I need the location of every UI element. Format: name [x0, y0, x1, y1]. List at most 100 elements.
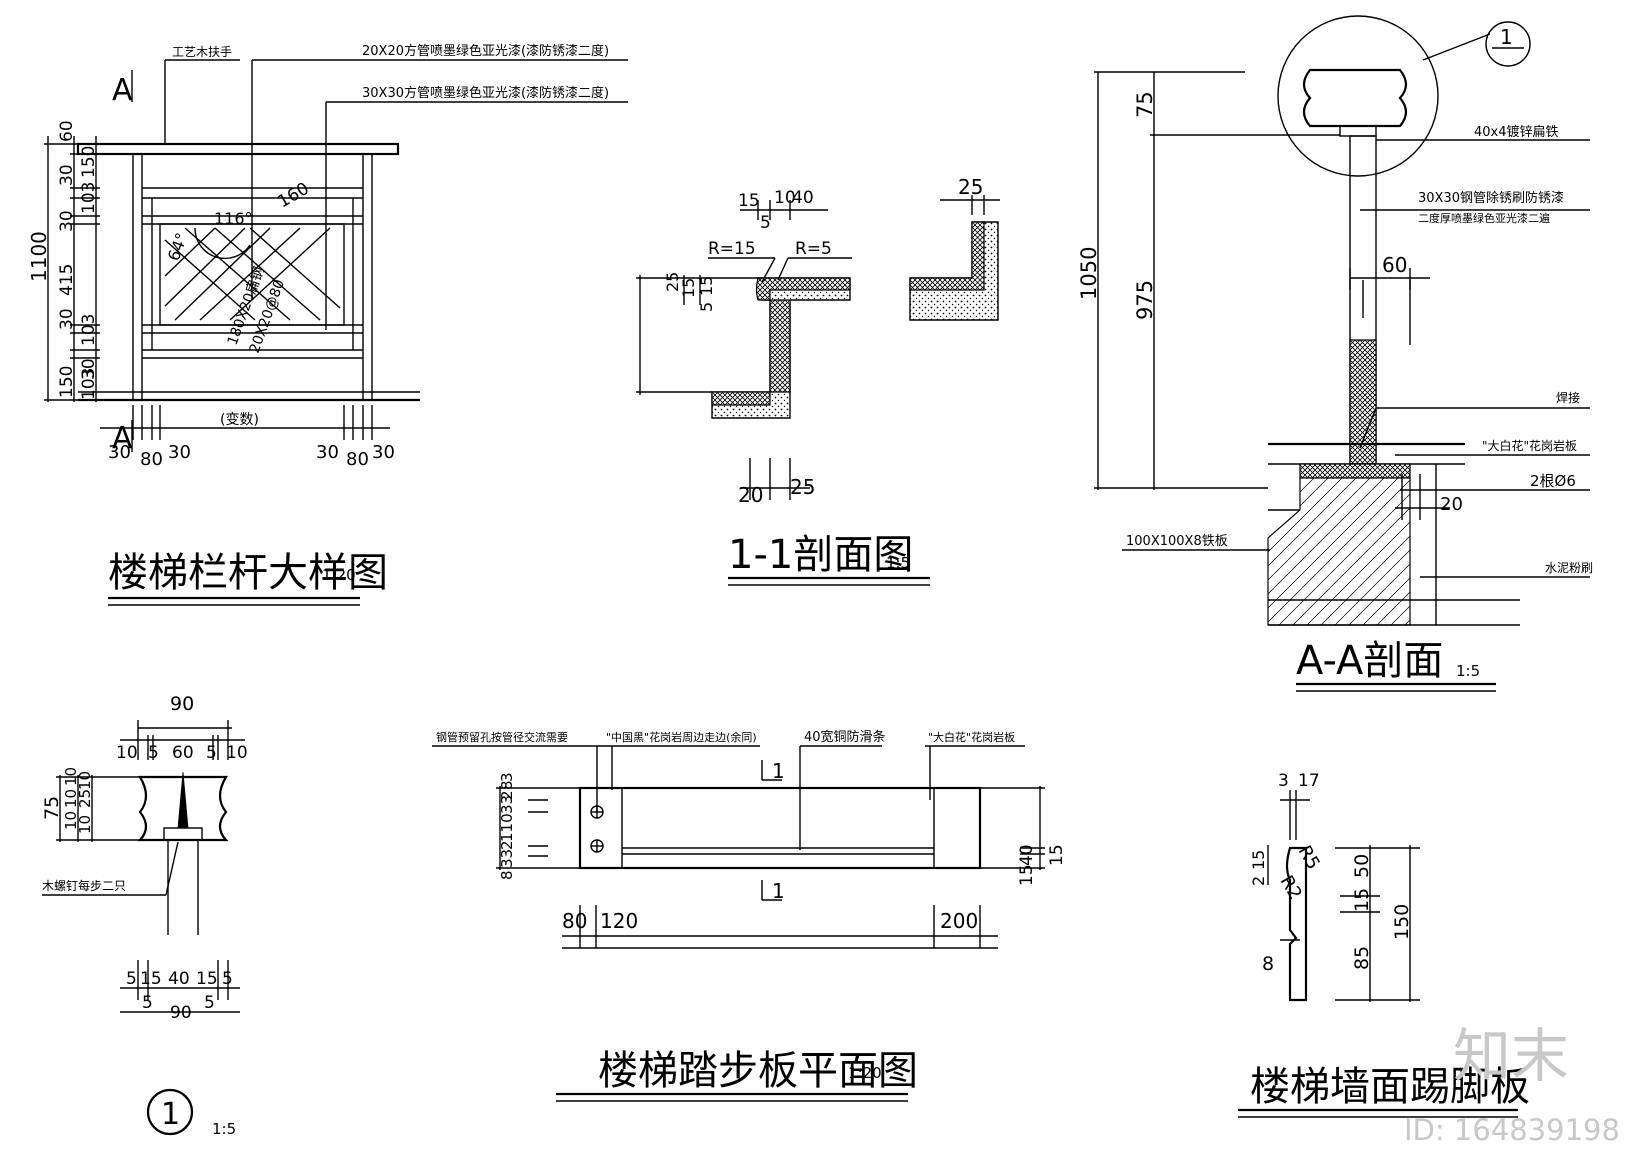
svg-text:110: 110 [498, 813, 516, 842]
svg-text:30: 30 [168, 442, 191, 463]
dim-90-top: 90 [170, 693, 194, 715]
title-tread-plan: 楼梯踏步板平面图 [598, 1048, 918, 1094]
svg-text:25: 25 [790, 475, 815, 499]
title-railing-detail: 楼梯栏杆大样图 [108, 550, 388, 596]
dim-75-profile: 75 [41, 796, 63, 820]
svg-text:10: 10 [62, 811, 80, 830]
skirting-detail: 3 17 2 15 R5 R2 15 50 150 85 8 楼梯墙面踢脚板 [1238, 771, 1530, 1118]
svg-text:15: 15 [697, 276, 716, 296]
svg-text:5: 5 [204, 993, 215, 1013]
svg-text:30: 30 [108, 442, 131, 463]
screw-icon [177, 771, 189, 829]
title-section-1-1: 1-1剖面图 [728, 532, 913, 578]
svg-text:30: 30 [57, 308, 77, 330]
scale-section-1-1: 1:5 [886, 554, 910, 572]
svg-text:150: 150 [57, 366, 77, 398]
svg-text:5: 5 [760, 213, 771, 233]
svg-text:10: 10 [62, 767, 80, 786]
svg-text:3: 3 [498, 772, 516, 782]
svg-text:120: 120 [600, 909, 638, 933]
svg-text:5: 5 [222, 969, 233, 989]
dim-1050: 1050 [1077, 247, 1101, 300]
svg-text:10: 10 [62, 789, 80, 808]
svg-text:25: 25 [663, 272, 682, 292]
svg-text:1: 1 [772, 759, 785, 783]
svg-text:150: 150 [79, 146, 99, 178]
callout-screw: 木螺钉每步二只 [42, 878, 126, 893]
callout-white-granite: "大白花"花岗岩板 [928, 730, 1015, 744]
svg-text:10: 10 [116, 743, 138, 763]
svg-text:8: 8 [1262, 953, 1274, 975]
svg-text:15: 15 [1017, 864, 1037, 886]
scale-railing-detail: 1:20 [322, 566, 356, 584]
callout-flat-iron: 40x4镀锌扁铁 [1474, 124, 1559, 140]
svg-text:30: 30 [372, 442, 395, 463]
svg-text:15: 15 [1351, 888, 1373, 912]
watermark: 知末 ID: 164839198 [1404, 1022, 1620, 1147]
svg-text:8: 8 [498, 870, 516, 880]
svg-text:30: 30 [79, 358, 99, 380]
title-skirting: 楼梯墙面踢脚板 [1250, 1064, 1530, 1110]
concrete-step [1267, 477, 1411, 626]
bottom-dim-labels: 30 80 30 30 80 30 [108, 442, 395, 470]
svg-text:15: 15 [196, 969, 218, 989]
dim-20: 20 [1440, 494, 1463, 515]
railing-detail: A A [27, 43, 628, 606]
dim-975: 975 [1133, 280, 1157, 320]
handrail-top [76, 142, 400, 156]
callout-cement: 水泥粉刷 [1545, 561, 1593, 575]
svg-text:5: 5 [148, 743, 159, 763]
dim-variable: (变数) [220, 412, 259, 428]
svg-text:5: 5 [126, 969, 137, 989]
detail-marker [1485, 21, 1531, 67]
scale-section-a-a: 1:5 [1456, 662, 1480, 680]
svg-text:2: 2 [498, 790, 516, 800]
svg-text:30: 30 [316, 442, 339, 463]
callout-rebar: 2根Ø6 [1530, 472, 1576, 490]
callout-handrail: 工艺木扶手 [172, 44, 232, 59]
svg-text:415: 415 [57, 264, 77, 296]
svg-text:2: 2 [498, 840, 516, 850]
radius-15: R=15 [708, 239, 756, 259]
svg-text:33: 33 [498, 795, 516, 814]
callout-weld: 焊接 [1556, 390, 1580, 405]
post-filling [1349, 339, 1377, 465]
section-a-a: 1 1050 75 975 60 40x4镀锌扁铁 30X30钢管除锈刷 [1077, 15, 1593, 692]
svg-text:1: 1 [772, 879, 785, 903]
callout-plate: 100X100X8铁板 [1126, 534, 1228, 549]
radius-5: R=5 [795, 239, 832, 259]
svg-text:R2: R2 [1276, 872, 1306, 903]
handrail-section-in-circle [1302, 68, 1408, 128]
svg-text:10: 10 [226, 743, 248, 763]
callout-black-granite: "中国黑"花岗岩周边走边(余同) [606, 730, 757, 744]
post-right [362, 153, 373, 401]
svg-text:90: 90 [170, 1003, 192, 1023]
svg-text:15: 15 [1047, 844, 1067, 866]
callout-hole: 钢管预留孔按管径交流需要 [436, 730, 568, 744]
svg-text:3: 3 [1278, 771, 1289, 791]
handrail-profile: 90 10 5 60 5 10 75 10 10 10 25 10 [41, 693, 248, 1138]
post-left [132, 153, 143, 401]
watermark-logo: 知末 [1453, 1022, 1569, 1090]
riser-section-right [909, 221, 999, 321]
svg-text:10: 10 [774, 188, 796, 208]
watermark-id: ID: 164839198 [1404, 1113, 1620, 1147]
svg-text:8: 8 [498, 780, 516, 790]
dim-75: 75 [1133, 91, 1157, 118]
svg-text:80: 80 [140, 449, 163, 470]
callout-tube-2: 二度厚喷墨绿色亚光漆二遍 [1418, 211, 1550, 225]
svg-text:40: 40 [168, 969, 190, 989]
svg-text:40: 40 [792, 188, 814, 208]
left-dim-labels: 60 30 150 103 30 415 30 103 30 103 150 [57, 120, 99, 400]
angle-64: 64° [164, 230, 192, 263]
lattice-pattern [164, 227, 341, 321]
callout-tube-20: 20X20方管喷墨绿色亚光漆(漆防锈漆二度) [362, 43, 609, 59]
callout-granite: "大白花"花岗岩板 [1482, 438, 1577, 453]
callout-tube-30: 30X30方管喷墨绿色亚光漆(漆防锈漆二度) [362, 85, 609, 101]
svg-text:103: 103 [79, 314, 99, 346]
tread-plan: 1 1 钢管预留孔按管径交流需要 "中国黑"花岗岩周边走边(余同) 40宽铜防滑… [432, 729, 1067, 1102]
dim-60: 60 [1382, 253, 1407, 277]
svg-text:10: 10 [76, 815, 94, 834]
svg-text:200: 200 [940, 909, 978, 933]
